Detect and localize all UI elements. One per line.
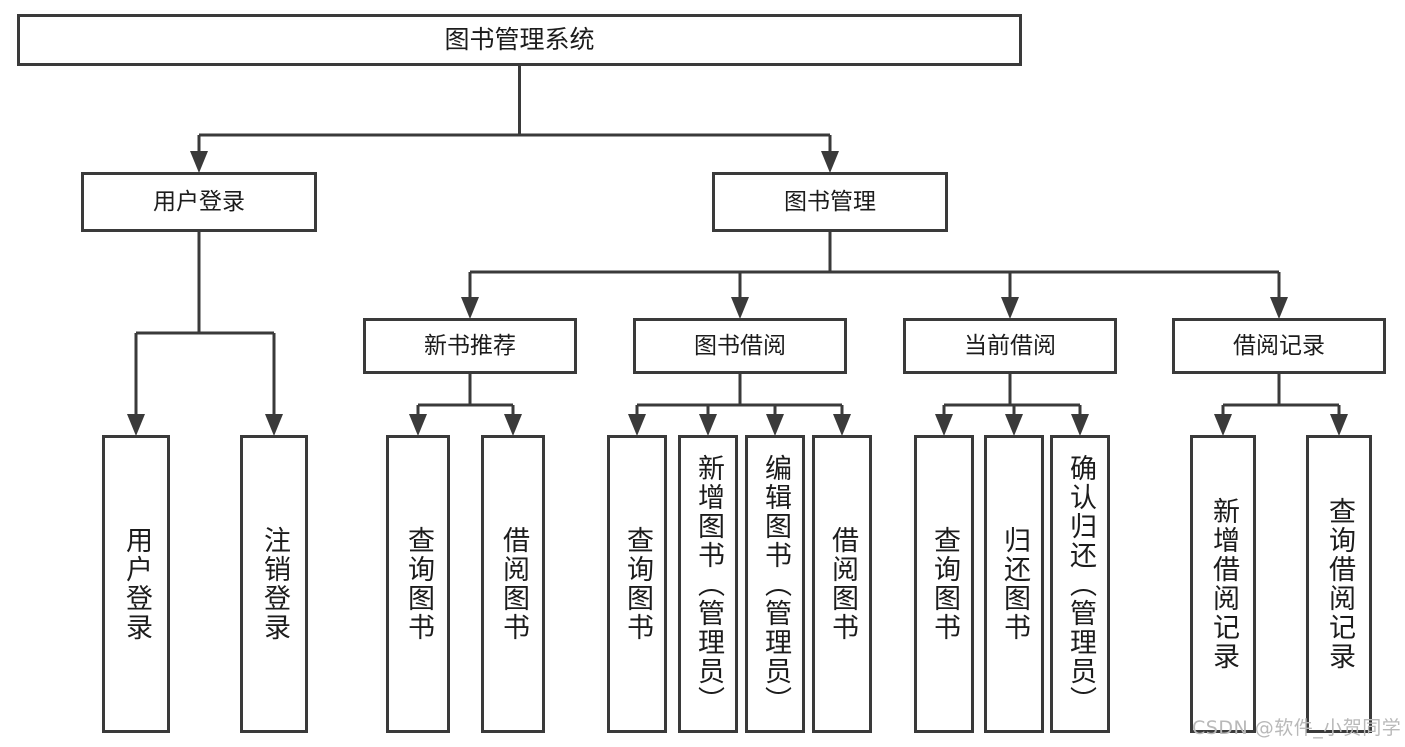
node-label: 用户登录: [121, 526, 153, 642]
arrowhead-icon: [821, 151, 839, 173]
node-label: 用户登录: [153, 188, 245, 215]
node-l-b1: 借阅图书: [481, 435, 545, 733]
arrowhead-icon: [731, 297, 749, 319]
node-label: 归还图书: [999, 526, 1031, 642]
node-l-edit: 编辑图书（管理员）: [745, 435, 805, 733]
node-label: 注销登录: [259, 526, 291, 642]
node-label: 新增借阅记录: [1208, 497, 1240, 671]
node-label: 查询图书: [403, 526, 435, 642]
node-l-q2: 查询图书: [607, 435, 667, 733]
node-records: 借阅记录: [1172, 318, 1386, 374]
node-l-login: 用户登录: [102, 435, 170, 733]
arrowhead-icon: [1330, 414, 1348, 436]
node-l-conf: 确认归还（管理员）: [1050, 435, 1110, 733]
node-l-addrec: 新增借阅记录: [1190, 435, 1256, 733]
node-label: 借阅记录: [1233, 332, 1325, 359]
node-label: 查询借阅记录: [1324, 497, 1356, 671]
arrowhead-icon: [265, 414, 283, 436]
node-newbook: 新书推荐: [363, 318, 577, 374]
node-label: 图书借阅: [694, 332, 786, 359]
arrowhead-icon: [461, 297, 479, 319]
arrowhead-icon: [409, 414, 427, 436]
arrowhead-icon: [1270, 297, 1288, 319]
node-label: 查询图书: [929, 526, 961, 642]
node-current: 当前借阅: [903, 318, 1117, 374]
node-label: 图书管理系统: [444, 24, 595, 54]
arrowhead-icon: [127, 414, 145, 436]
arrowhead-icon: [935, 414, 953, 436]
node-root: 图书管理系统: [17, 14, 1022, 66]
node-label: 借阅图书: [498, 526, 530, 642]
node-label: 编辑图书（管理员）: [760, 453, 792, 715]
node-l-q3: 查询图书: [914, 435, 974, 733]
node-l-b2: 借阅图书: [812, 435, 872, 733]
arrowhead-icon: [1071, 414, 1089, 436]
arrowhead-icon: [190, 151, 208, 173]
node-l-ret: 归还图书: [984, 435, 1044, 733]
arrowhead-icon: [1214, 414, 1232, 436]
arrowhead-icon: [628, 414, 646, 436]
node-label: 图书管理: [784, 188, 876, 215]
node-l-q1: 查询图书: [386, 435, 450, 733]
arrowhead-icon: [833, 414, 851, 436]
node-login: 用户登录: [81, 172, 317, 232]
watermark-text: CSDN @软件_小贺同学: [1192, 717, 1402, 739]
arrowhead-icon: [766, 414, 784, 436]
node-label: 新增图书（管理员）: [693, 453, 725, 715]
node-label: 查询图书: [622, 526, 654, 642]
arrowhead-icon: [504, 414, 522, 436]
node-label: 确认归还（管理员）: [1065, 453, 1097, 715]
node-label: 当前借阅: [964, 332, 1056, 359]
arrowhead-icon: [1001, 297, 1019, 319]
arrowhead-icon: [1005, 414, 1023, 436]
arrowhead-icon: [699, 414, 717, 436]
node-l-add: 新增图书（管理员）: [678, 435, 738, 733]
node-label: 新书推荐: [424, 332, 516, 359]
node-l-logout: 注销登录: [240, 435, 308, 733]
node-bookmgmt: 图书管理: [712, 172, 948, 232]
node-borrow: 图书借阅: [633, 318, 847, 374]
node-label: 借阅图书: [827, 526, 859, 642]
node-l-qrec: 查询借阅记录: [1306, 435, 1372, 733]
